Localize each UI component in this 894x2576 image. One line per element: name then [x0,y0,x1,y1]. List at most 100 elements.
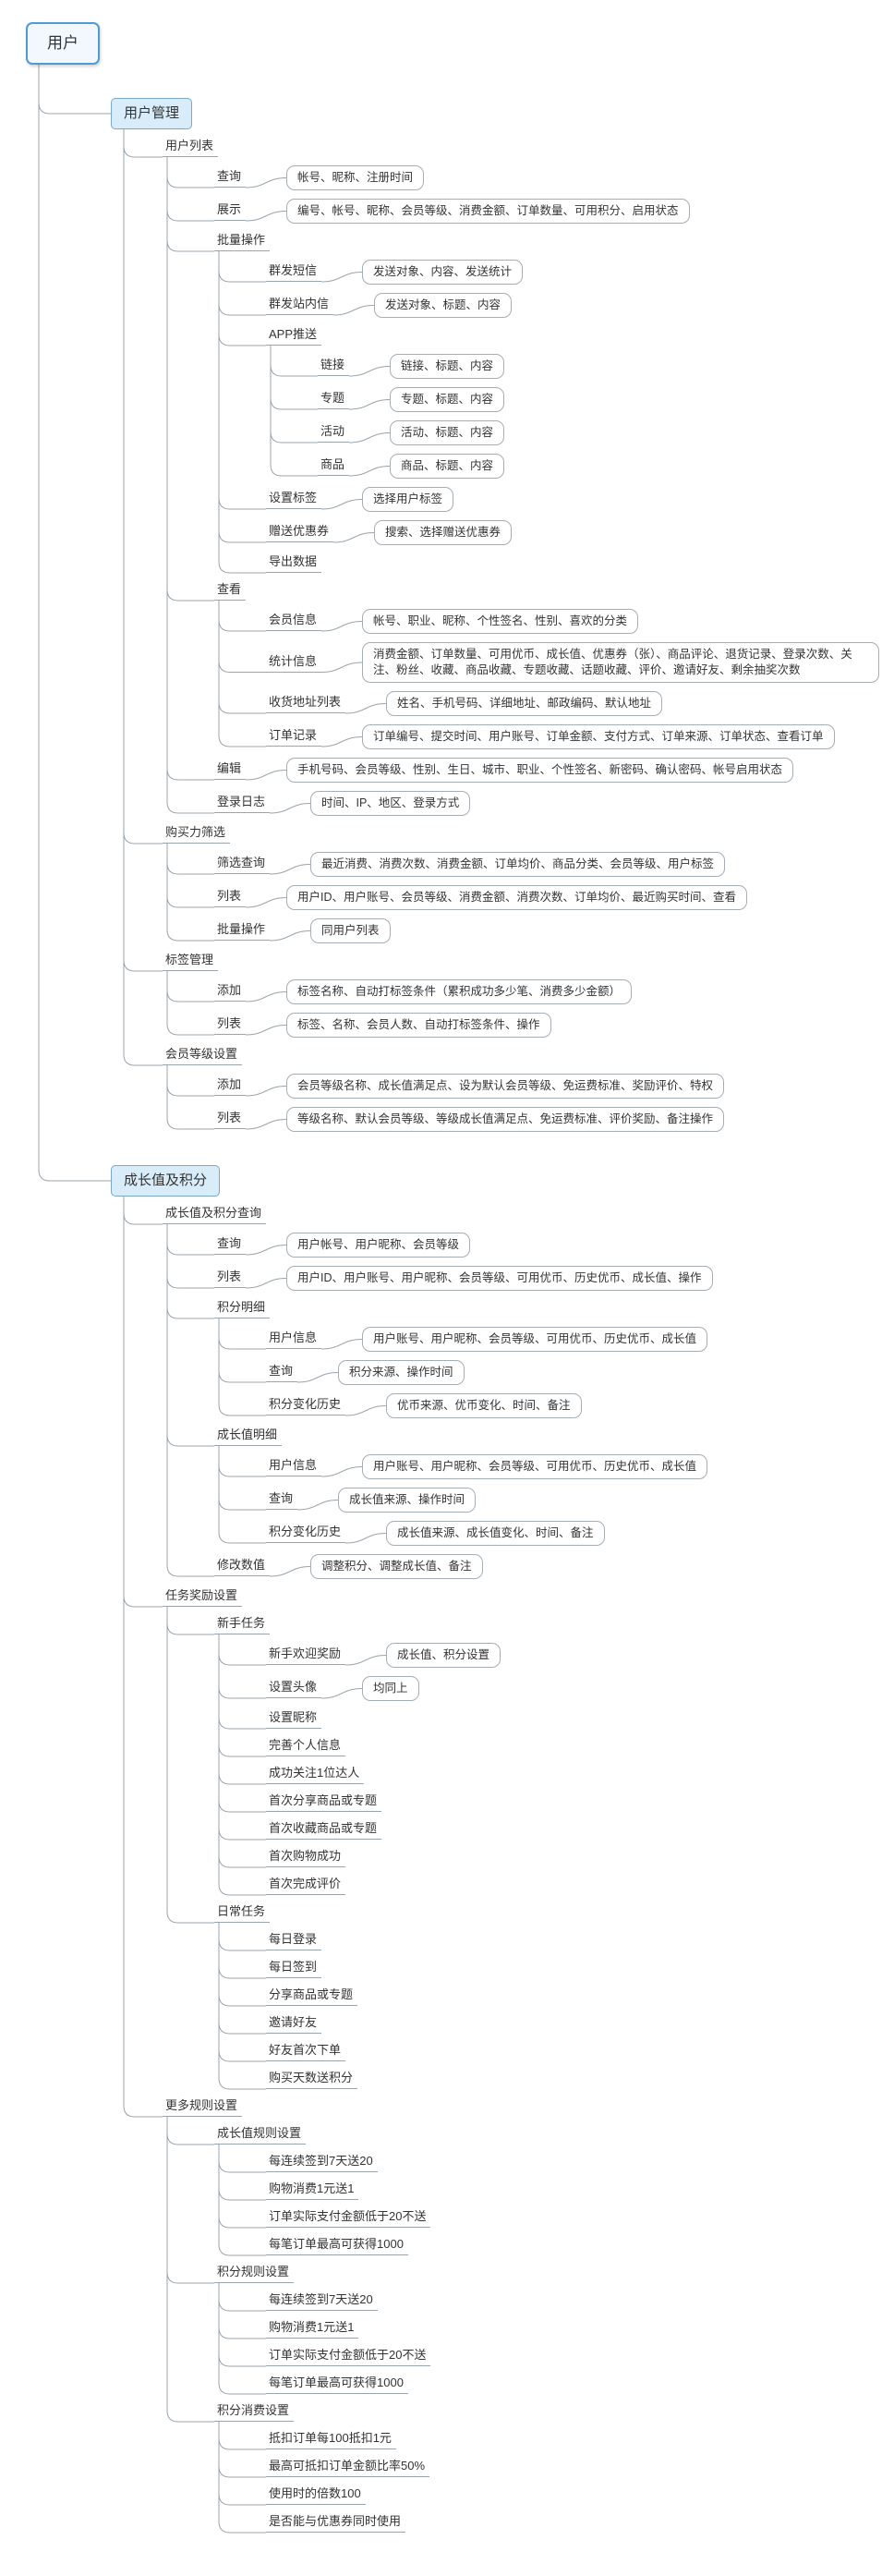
mindmap-topic-node[interactable]: 统计信息 [266,653,322,673]
mindmap-detail-box[interactable]: 用户帐号、用户昵称、会员等级 [286,1233,471,1258]
mindmap-detail-box[interactable]: 等级名称、默认会员等级、等级成长值满足点、免运费标准、评价奖励、备注操作 [286,1107,725,1132]
mindmap-detail-box[interactable]: 链接、标题、内容 [390,354,505,379]
mindmap-topic-node[interactable]: 首次完成评价 [266,1876,346,1895]
mindmap-detail-box[interactable]: 姓名、手机号码、详细地址、邮政编码、默认地址 [386,691,663,716]
mindmap-topic-node[interactable]: 抵扣订单每100抵扣1元 [266,2430,396,2449]
mindmap-detail-box[interactable]: 商品、标题、内容 [390,454,505,479]
mindmap-topic-node[interactable]: 批量操作 [214,232,271,251]
mindmap-topic-node[interactable]: 积分变化历史 [266,1524,346,1543]
mindmap-detail-box[interactable]: 发送对象、内容、发送统计 [362,260,524,285]
mindmap-topic-node[interactable]: 订单实际支付金额低于20不送 [266,2347,431,2366]
mindmap-detail-box[interactable]: 消费金额、订单数量、可用优币、成长值、优惠券（张）、商品评论、退货记录、登录次数… [362,642,879,683]
mindmap-topic-node[interactable]: 会员等级设置 [163,1046,243,1065]
mindmap-topic-node[interactable]: 每笔订单最高可获得1000 [266,2375,408,2394]
mindmap-topic-node[interactable]: 好友首次下单 [266,2042,346,2061]
mindmap-detail-box[interactable]: 编号、帐号、昵称、会员等级、消费金额、订单数量、可用积分、启用状态 [286,199,690,224]
mindmap-topic-node[interactable]: 订单实际支付金额低于20不送 [266,2208,431,2228]
mindmap-detail-box[interactable]: 同用户列表 [310,918,391,943]
mindmap-topic-node[interactable]: 成功关注1位达人 [266,1765,365,1784]
mindmap-topic-node[interactable]: 任务奖励设置 [163,1587,243,1607]
mindmap-topic-node[interactable]: 编辑 [214,760,247,780]
mindmap-topic-node[interactable]: 批量操作 [214,921,271,941]
mindmap-topic-node[interactable]: 新手欢迎奖励 [266,1646,346,1665]
mindmap-topic-node[interactable]: 专题 [318,390,350,409]
mindmap-topic-node[interactable]: 每连续签到7天送20 [266,2153,378,2172]
mindmap-detail-box[interactable]: 订单编号、提交时间、用户账号、订单金额、支付方式、订单来源、订单状态、查看订单 [362,724,835,749]
mindmap-topic-node[interactable]: 积分消费设置 [214,2402,295,2422]
mindmap-detail-box[interactable]: 会员等级名称、成长值满足点、设为默认会员等级、免运费标准、奖励评价、特权 [286,1074,725,1099]
mindmap-topic-node[interactable]: 首次购物成功 [266,1848,346,1867]
mindmap-topic-node[interactable]: 添加 [214,1076,247,1096]
mindmap-detail-box[interactable]: 搜索、选择赠送优惠券 [374,520,513,545]
mindmap-topic-node[interactable]: 首次分享商品或专题 [266,1792,382,1812]
mindmap-topic-node[interactable]: 设置标签 [266,490,322,509]
mindmap-detail-box[interactable]: 用户账号、用户昵称、会员等级、可用优币、历史优币、成长值 [362,1327,708,1352]
mindmap-topic-node[interactable]: 登录日志 [214,794,271,813]
mindmap-topic-node[interactable]: 首次收藏商品或专题 [266,1820,382,1840]
mindmap-topic-node[interactable]: 用户信息 [266,1330,322,1349]
mindmap-topic-node[interactable]: 会员信息 [266,612,322,631]
mindmap-detail-box[interactable]: 积分来源、操作时间 [338,1360,465,1385]
mindmap-topic-node[interactable]: 最高可抵扣订单金额比率50% [266,2458,430,2477]
mindmap-topic-node[interactable]: 筛选查询 [214,855,271,874]
mindmap-topic-node[interactable]: 日常任务 [214,1903,271,1923]
mindmap-detail-box[interactable]: 成长值来源、成长值变化、时间、备注 [386,1521,605,1546]
mindmap-topic-node[interactable]: 成长值明细 [214,1427,283,1446]
mindmap-topic-node[interactable]: 赠送优惠券 [266,523,334,542]
mindmap-topic-node[interactable]: 新手任务 [214,1615,271,1634]
mindmap-topic-node[interactable]: 邀请好友 [266,2014,322,2034]
mindmap-topic-node[interactable]: 设置昵称 [266,1709,322,1729]
mindmap-topic-node[interactable]: 查询 [214,1235,247,1255]
mindmap-detail-box[interactable]: 成长值来源、操作时间 [338,1488,477,1513]
mindmap-topic-node[interactable]: 设置头像 [266,1679,322,1698]
mindmap-topic-node[interactable]: APP推送 [266,326,322,346]
mindmap-topic-node[interactable]: 用户信息 [266,1457,322,1476]
mindmap-detail-box[interactable]: 选择用户标签 [362,487,454,512]
mindmap-topic-node[interactable]: 展示 [214,201,247,221]
mindmap-topic-node[interactable]: 群发短信 [266,262,322,282]
mindmap-topic-node[interactable]: 商品 [318,456,350,476]
mindmap-topic-node[interactable]: 查询 [214,168,247,188]
mindmap-topic-node[interactable]: 链接 [318,357,350,376]
mindmap-detail-box[interactable]: 用户账号、用户昵称、会员等级、可用优币、历史优币、成长值 [362,1454,708,1479]
mindmap-topic-node[interactable]: 购物消费1元送1 [266,2181,359,2200]
mindmap-detail-box[interactable]: 专题、标题、内容 [390,387,505,412]
mindmap-topic-node[interactable]: 每日登录 [266,1931,322,1950]
mindmap-detail-box[interactable]: 优币来源、优币变化、时间、备注 [386,1393,582,1418]
mindmap-detail-box[interactable]: 时间、IP、地区、登录方式 [310,791,471,816]
mindmap-branch-node[interactable]: 用户管理 [111,98,193,129]
mindmap-topic-node[interactable]: 成长值及积分查询 [163,1205,267,1224]
mindmap-topic-node[interactable]: 查询 [266,1363,298,1382]
mindmap-topic-node[interactable]: 成长值规则设置 [214,2125,307,2145]
mindmap-detail-box[interactable]: 用户ID、用户账号、用户昵称、会员等级、可用优币、历史优币、成长值、操作 [286,1266,713,1291]
mindmap-topic-node[interactable]: 更多规则设置 [163,2097,243,2117]
mindmap-topic-node[interactable]: 标签管理 [163,952,219,971]
mindmap-topic-node[interactable]: 完善个人信息 [266,1737,346,1756]
mindmap-topic-node[interactable]: 是否能与优惠券同时使用 [266,2513,406,2533]
mindmap-detail-box[interactable]: 调整积分、调整成长值、备注 [310,1554,483,1579]
mindmap-detail-box[interactable]: 活动、标题、内容 [390,420,505,445]
mindmap-topic-node[interactable]: 订单记录 [266,727,322,747]
mindmap-topic-node[interactable]: 使用时的倍数100 [266,2485,366,2505]
mindmap-topic-node[interactable]: 用户列表 [163,138,219,157]
mindmap-topic-node[interactable]: 列表 [214,1015,247,1035]
mindmap-topic-node[interactable]: 修改数值 [214,1557,271,1576]
mindmap-topic-node[interactable]: 添加 [214,982,247,1002]
mindmap-topic-node[interactable]: 积分变化历史 [266,1396,346,1416]
mindmap-topic-node[interactable]: 购物消费1元送1 [266,2319,359,2339]
mindmap-topic-node[interactable]: 积分明细 [214,1299,271,1318]
mindmap-detail-box[interactable]: 标签名称、自动打标签条件（累积成功多少笔、消费多少金额） [286,979,633,1004]
mindmap-detail-box[interactable]: 均同上 [362,1676,419,1701]
mindmap-detail-box[interactable]: 发送对象、标题、内容 [374,293,513,318]
mindmap-detail-box[interactable]: 用户ID、用户账号、会员等级、消费金额、消费次数、订单均价、最近购买时间、查看 [286,885,748,910]
mindmap-topic-node[interactable]: 导出数据 [266,553,322,573]
mindmap-topic-node[interactable]: 列表 [214,1269,247,1288]
mindmap-topic-node[interactable]: 分享商品或专题 [266,1987,358,2006]
mindmap-topic-node[interactable]: 每日签到 [266,1959,322,1978]
mindmap-topic-node[interactable]: 购买力筛选 [163,824,231,844]
mindmap-topic-node[interactable]: 群发站内信 [266,296,334,315]
mindmap-branch-node[interactable]: 成长值及积分 [111,1165,221,1197]
mindmap-detail-box[interactable]: 成长值、积分设置 [386,1643,501,1668]
mindmap-detail-box[interactable]: 标签、名称、会员人数、自动打标签条件、操作 [286,1013,551,1038]
mindmap-topic-node[interactable]: 列表 [214,1110,247,1129]
